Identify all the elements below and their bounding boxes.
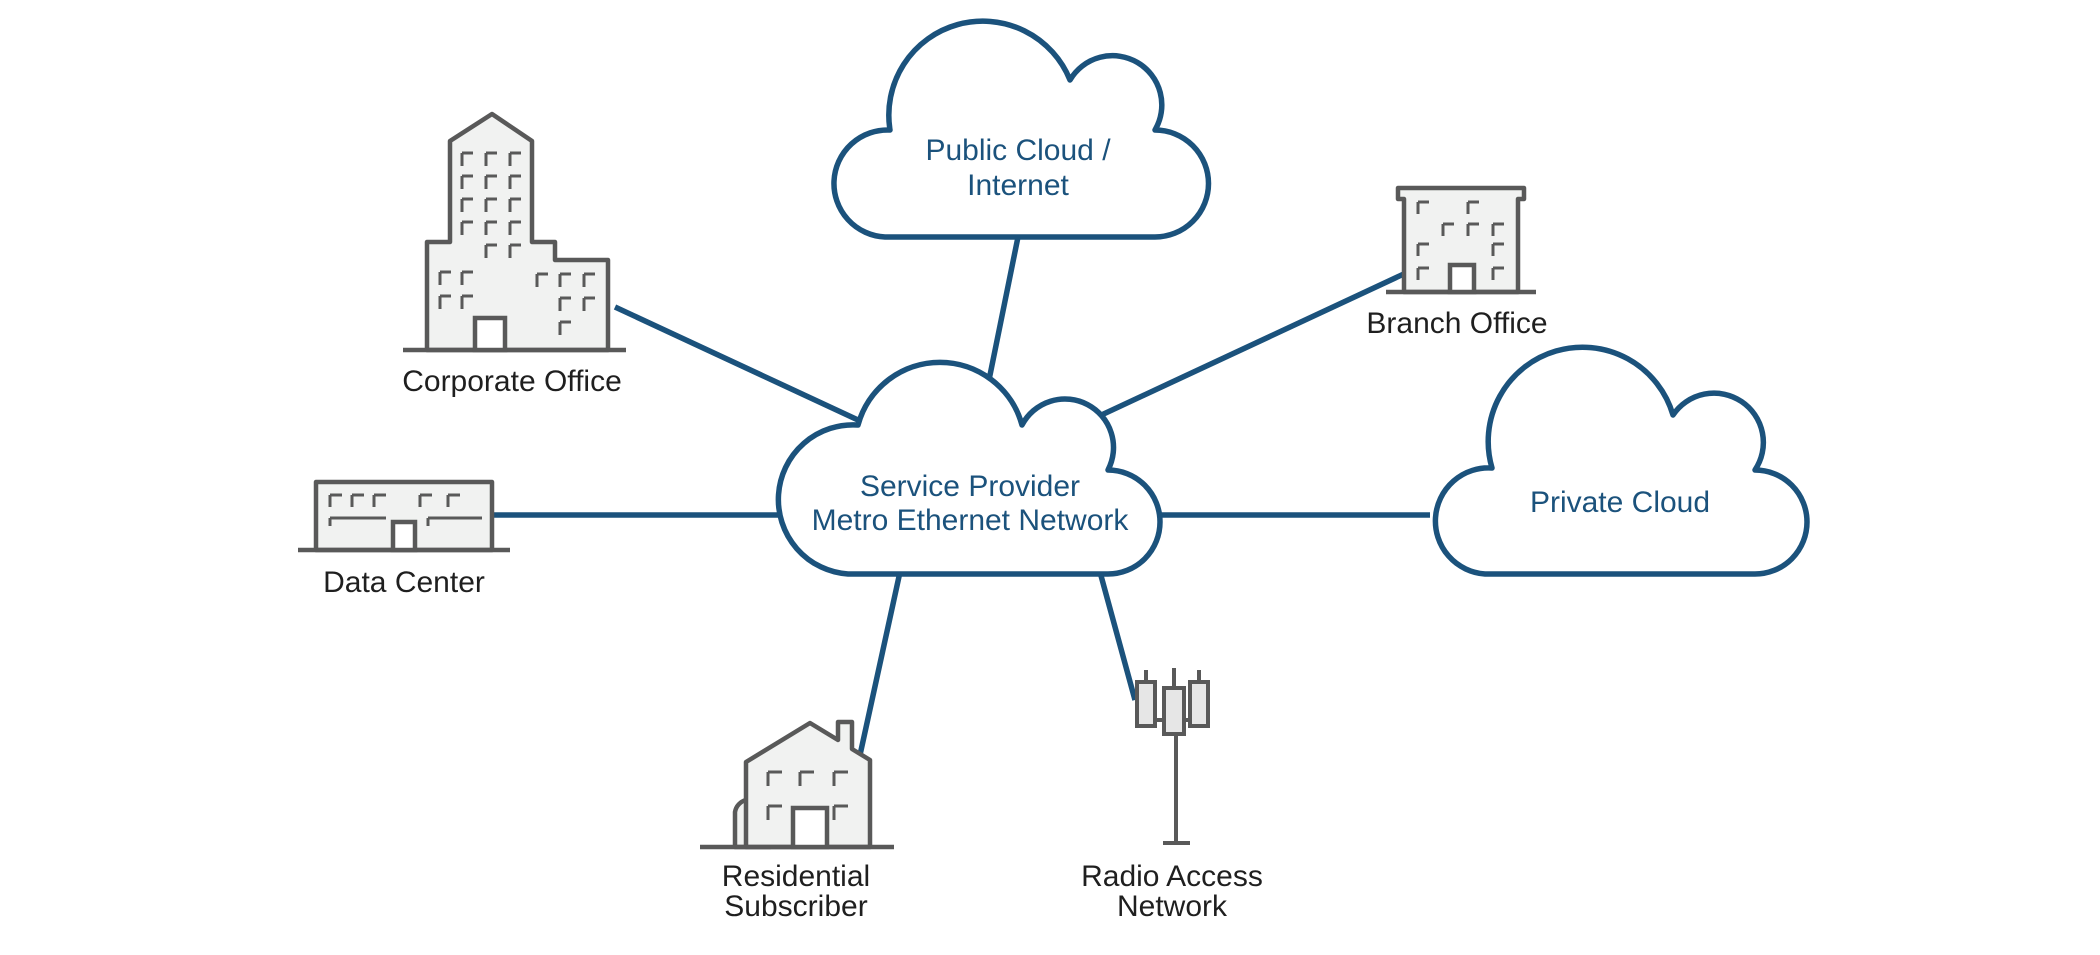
service-provider-label-line1: Service Provider (860, 470, 1080, 503)
residential-house-icon (700, 719, 894, 850)
branch-office-icon (1386, 185, 1536, 295)
link-branch-office (1078, 269, 1410, 428)
private-cloud-label: Private Cloud (1530, 486, 1710, 519)
public-cloud-label-line2: Internet (967, 169, 1069, 202)
link-corporate-office (613, 304, 860, 423)
corporate-office-label: Corporate Office (402, 365, 622, 398)
cell-tower-icon (1135, 668, 1210, 845)
data-center-icon (298, 479, 510, 553)
private-cloud-shape (1432, 344, 1810, 577)
residential-label-line2: Subscriber (724, 890, 867, 923)
residential-label-line1: Residential (722, 860, 870, 893)
link-public-cloud (985, 236, 1021, 386)
service-provider-cloud-shape (775, 359, 1163, 577)
public-cloud-shape (831, 18, 1212, 240)
radio-access-label-line1: Radio Access (1081, 860, 1263, 893)
private-cloud: Private Cloud (1432, 344, 1810, 577)
service-provider-cloud: Service Provider Metro Ethernet Network (775, 359, 1163, 577)
radio-access-label-line2: Network (1117, 890, 1228, 923)
branch-office-label: Branch Office (1366, 307, 1547, 340)
data-center-label: Data Center (323, 566, 485, 599)
public-cloud-label-line1: Public Cloud / (925, 134, 1111, 167)
link-residential (857, 571, 903, 756)
corporate-office-icon (403, 111, 626, 353)
public-cloud: Public Cloud / Internet (831, 18, 1212, 240)
service-provider-label-line2: Metro Ethernet Network (812, 504, 1130, 537)
link-radio-access (1097, 571, 1138, 701)
